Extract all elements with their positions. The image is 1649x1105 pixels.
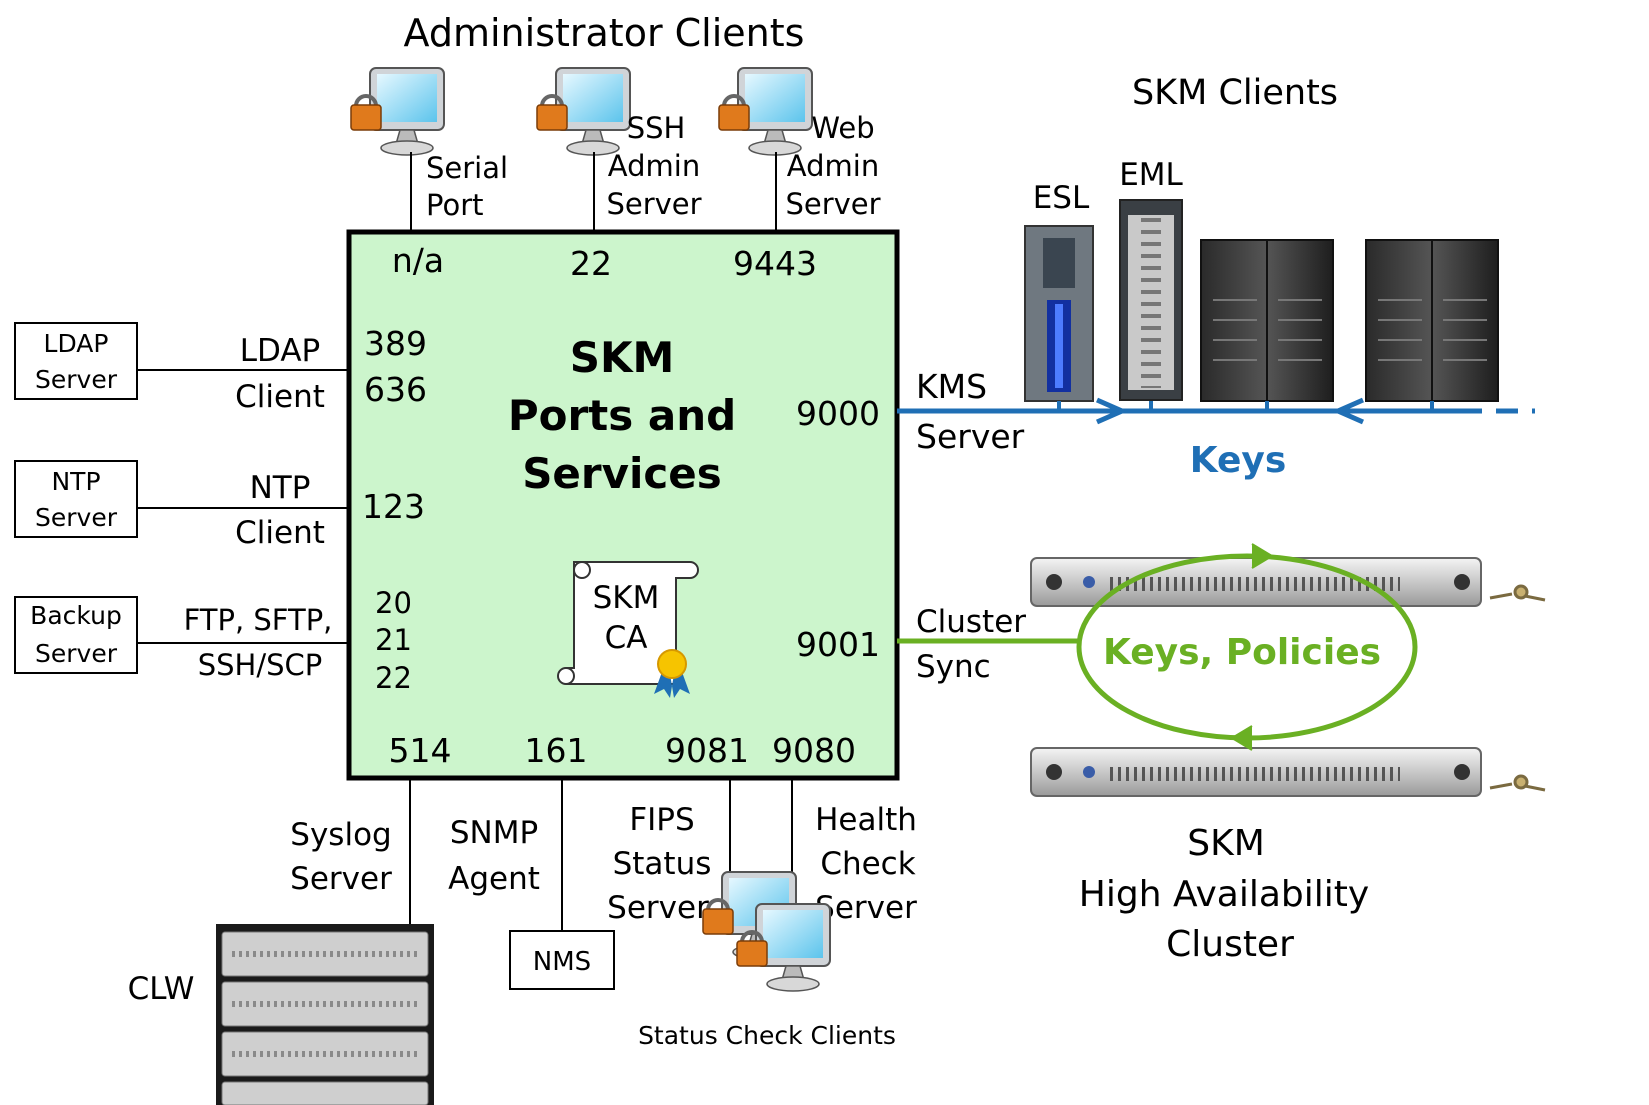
cluster-sync-label2: Sync <box>916 649 991 685</box>
svg-text:Server: Server <box>815 890 917 926</box>
eml-label: EML <box>1119 157 1183 193</box>
cluster-sync-loop <box>1076 543 1418 751</box>
tape-rack-icon-1 <box>1200 239 1334 402</box>
backup-server-box <box>14 596 138 674</box>
keys-policies-label: Keys, Policies <box>1103 632 1381 673</box>
svg-text:SNMP: SNMP <box>450 815 538 851</box>
keys-label: Keys <box>1190 440 1287 481</box>
svg-text:SSH: SSH <box>627 111 686 145</box>
syslog-server-label: Syslog Server <box>290 817 392 897</box>
port-serial: n/a <box>392 241 444 280</box>
kms-key-bus <box>897 397 1535 425</box>
svg-text:Status: Status <box>613 846 712 882</box>
ca-label-line2: CA <box>605 620 648 656</box>
port-backup-20: 20 <box>375 586 412 620</box>
ntp-server-label1: NTP <box>51 467 100 496</box>
svg-text:Admin: Admin <box>787 149 879 183</box>
tape-rack-icon-2 <box>1365 239 1499 402</box>
svg-text:Services: Services <box>522 449 722 498</box>
serial-port-label: Serial Port <box>426 151 508 222</box>
ca-label-line1: SKM <box>593 580 660 616</box>
clw-server-rack-icon <box>216 924 434 1105</box>
ldap-server-label2: Server <box>35 365 118 394</box>
svg-text:SKM: SKM <box>570 333 675 382</box>
svg-text:Server: Server <box>606 187 701 221</box>
backup-proto-label1: FTP, SFTP, <box>184 603 333 637</box>
ca-certificate-icon <box>557 561 699 698</box>
ntp-server-label2: Server <box>35 503 118 532</box>
ldap-client-label1: LDAP <box>240 333 321 369</box>
port-backup-22: 22 <box>375 661 412 695</box>
port-ntp: 123 <box>362 487 425 526</box>
port-ldap-389: 389 <box>364 324 427 363</box>
backup-server-label1: Backup <box>30 601 122 630</box>
esl-library-icon <box>1024 225 1094 402</box>
svg-text:Agent: Agent <box>448 861 540 897</box>
svg-text:Cluster: Cluster <box>1166 924 1294 965</box>
svg-text:High Availability: High Availability <box>1079 874 1369 915</box>
svg-text:Admin: Admin <box>608 149 700 183</box>
svg-text:SKM: SKM <box>1187 823 1265 864</box>
fips-status-label: FIPS Status Server <box>607 802 711 926</box>
svg-text:Port: Port <box>426 188 484 222</box>
snmp-agent-label: SNMP Agent <box>448 815 540 897</box>
esl-label: ESL <box>1033 180 1090 216</box>
svg-text:Server: Server <box>785 187 880 221</box>
port-syslog: 514 <box>389 731 452 770</box>
ldap-client-label2: Client <box>235 379 325 415</box>
ntp-client-label2: Client <box>235 515 325 551</box>
nms-box <box>509 930 615 990</box>
ssh-client-monitor-icon <box>535 66 632 157</box>
svg-text:Check: Check <box>820 846 915 882</box>
svg-text:Ports and: Ports and <box>508 391 736 440</box>
svg-text:Server: Server <box>607 890 709 926</box>
web-admin-label: Web Admin Server <box>785 111 880 221</box>
port-web: 9443 <box>733 244 817 283</box>
skm-box-title: SKM Ports and Services <box>508 333 736 498</box>
eml-library-icon <box>1119 199 1183 401</box>
skm-ports-box <box>346 229 900 781</box>
ssh-admin-label: SSH Admin Server <box>606 111 701 221</box>
port-ldap-636: 636 <box>364 370 427 409</box>
ntp-client-label1: NTP <box>250 470 311 506</box>
ha-cluster-label: SKM High Availability Cluster <box>1079 823 1369 965</box>
cluster-sync-label1: Cluster <box>916 604 1026 640</box>
port-snmp: 161 <box>525 731 588 770</box>
ldap-server-box <box>14 322 138 400</box>
admin-clients-title: Administrator Clients <box>404 11 805 55</box>
backup-proto-label2: SSH/SCP <box>198 648 323 682</box>
ntp-server-box <box>14 460 138 538</box>
svg-text:Health: Health <box>815 802 917 838</box>
backup-server-label2: Server <box>35 639 118 668</box>
clw-label: CLW <box>128 971 195 1007</box>
port-kms: 9000 <box>796 394 880 433</box>
nms-label: NMS <box>533 947 591 977</box>
svg-text:Serial: Serial <box>426 151 508 185</box>
skm-appliance-icon-1 <box>1030 557 1546 607</box>
port-health: 9080 <box>772 731 856 770</box>
svg-text:FIPS: FIPS <box>629 802 694 838</box>
port-ssh: 22 <box>570 244 612 283</box>
svg-text:Syslog: Syslog <box>290 817 391 853</box>
kms-server-label2: Server <box>916 417 1025 456</box>
svg-text:Web: Web <box>811 111 874 145</box>
skm-clients-title: SKM Clients <box>1132 73 1338 113</box>
port-backup-21: 21 <box>375 623 412 657</box>
status-check-clients-label: Status Check Clients <box>638 1021 896 1050</box>
web-client-monitor-icon <box>717 66 814 157</box>
health-check-label: Health Check Server <box>815 802 917 926</box>
port-cluster: 9001 <box>796 625 880 664</box>
port-fips: 9081 <box>665 731 749 770</box>
skm-appliance-icon-2 <box>1030 747 1546 797</box>
serial-client-monitor-icon <box>349 66 446 157</box>
svg-text:Server: Server <box>290 861 392 897</box>
kms-server-label1: KMS <box>916 367 987 406</box>
ldap-server-label1: LDAP <box>44 329 109 358</box>
